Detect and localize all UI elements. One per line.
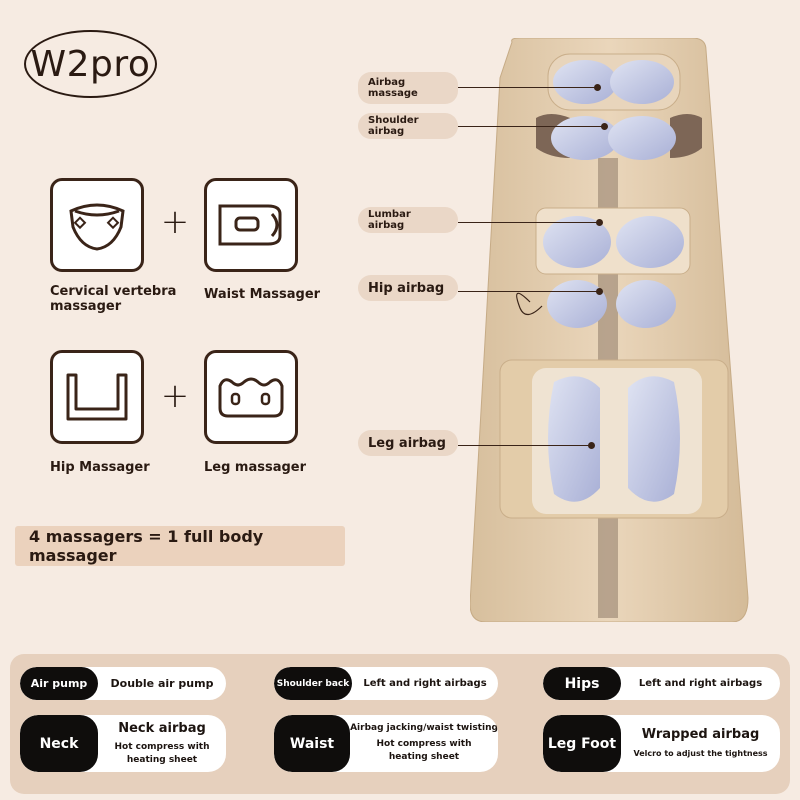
callout-leg-airbag: Leg airbag: [358, 430, 458, 456]
feature-desc: Neck airbag Hot compress with heating sh…: [98, 721, 226, 767]
hip-massager-tile: [50, 350, 144, 444]
feature-title: Wrapped airbag: [641, 727, 760, 742]
brand-logo: W2pro: [24, 30, 157, 98]
feature-desc: Double air pump: [110, 677, 214, 690]
feature-neck: Neck Neck airbag Hot compress with heati…: [20, 715, 226, 772]
summary-banner: 4 massagers = 1 full body massager: [15, 526, 345, 566]
callout-dot: [601, 123, 608, 130]
plus-sign: +: [160, 202, 190, 242]
feature-detail: Hot compress with heating sheet: [376, 739, 472, 762]
callout-shoulder-airbag: Shoulder airbag: [358, 113, 458, 139]
feature-desc: Left and right airbags: [363, 678, 487, 689]
callout-line: [458, 126, 603, 127]
feature-tag: Shoulder back: [274, 667, 352, 700]
waist-massager-label: Waist Massager: [204, 287, 321, 302]
hip-massager-label: Hip Massager: [50, 460, 150, 475]
callout-dot: [596, 219, 603, 226]
feature-tag: Air pump: [20, 667, 98, 700]
feature-tag: Leg Foot: [543, 715, 621, 772]
neck-pillow-icon: [69, 203, 125, 251]
leg-massager-tile: [204, 350, 298, 444]
callout-dot: [594, 84, 601, 91]
callout-dot: [588, 442, 595, 449]
callout-airbag-massage: Airbag massage: [358, 72, 458, 104]
callout-dot: [596, 288, 603, 295]
feature-title: Neck airbag: [118, 720, 206, 736]
callout-lumbar-airbag: Lumbar airbag: [358, 207, 458, 233]
leg-massager-label: Leg massager: [204, 460, 307, 475]
cervical-massager-label: Cervical vertebra massager: [50, 284, 177, 314]
waist-massager-tile: [204, 178, 298, 272]
feature-title: Airbag jacking/waist twisting: [350, 723, 498, 733]
cervical-massager-tile: [50, 178, 144, 272]
feature-hips: Hips Left and right airbags: [543, 667, 780, 700]
callout-line: [458, 222, 598, 223]
callout-line: [458, 291, 598, 292]
feature-desc: Left and right airbags: [638, 678, 763, 689]
waist-cushion-icon: [218, 204, 282, 246]
feature-detail: Hot compress with heating sheet: [114, 741, 210, 765]
feature-desc: Airbag jacking/waist twisting Hot compre…: [350, 723, 498, 764]
feature-shoulder-back: Shoulder back Left and right airbags: [274, 667, 498, 700]
leg-wrap-icon: [218, 377, 284, 418]
callout-line: [458, 445, 590, 446]
feature-waist: Waist Airbag jacking/waist twisting Hot …: [274, 715, 498, 772]
massage-mat-illustration: [470, 38, 749, 622]
feature-tag: Hips: [543, 667, 621, 700]
feature-air-pump: Air pump Double air pump: [20, 667, 226, 700]
plus-sign: +: [160, 376, 190, 416]
feature-leg-foot: Leg Foot Wrapped airbag Velcro to adjust…: [543, 715, 780, 772]
callout-hip-airbag: Hip airbag: [358, 275, 458, 301]
feature-tag: Waist: [274, 715, 350, 772]
callout-line: [458, 87, 596, 88]
seat-icon: [66, 373, 128, 421]
feature-tag: Neck: [20, 715, 98, 772]
feature-desc: Wrapped airbag Velcro to adjust the tigh…: [621, 727, 780, 760]
feature-detail: Velcro to adjust the tightness: [633, 749, 768, 758]
